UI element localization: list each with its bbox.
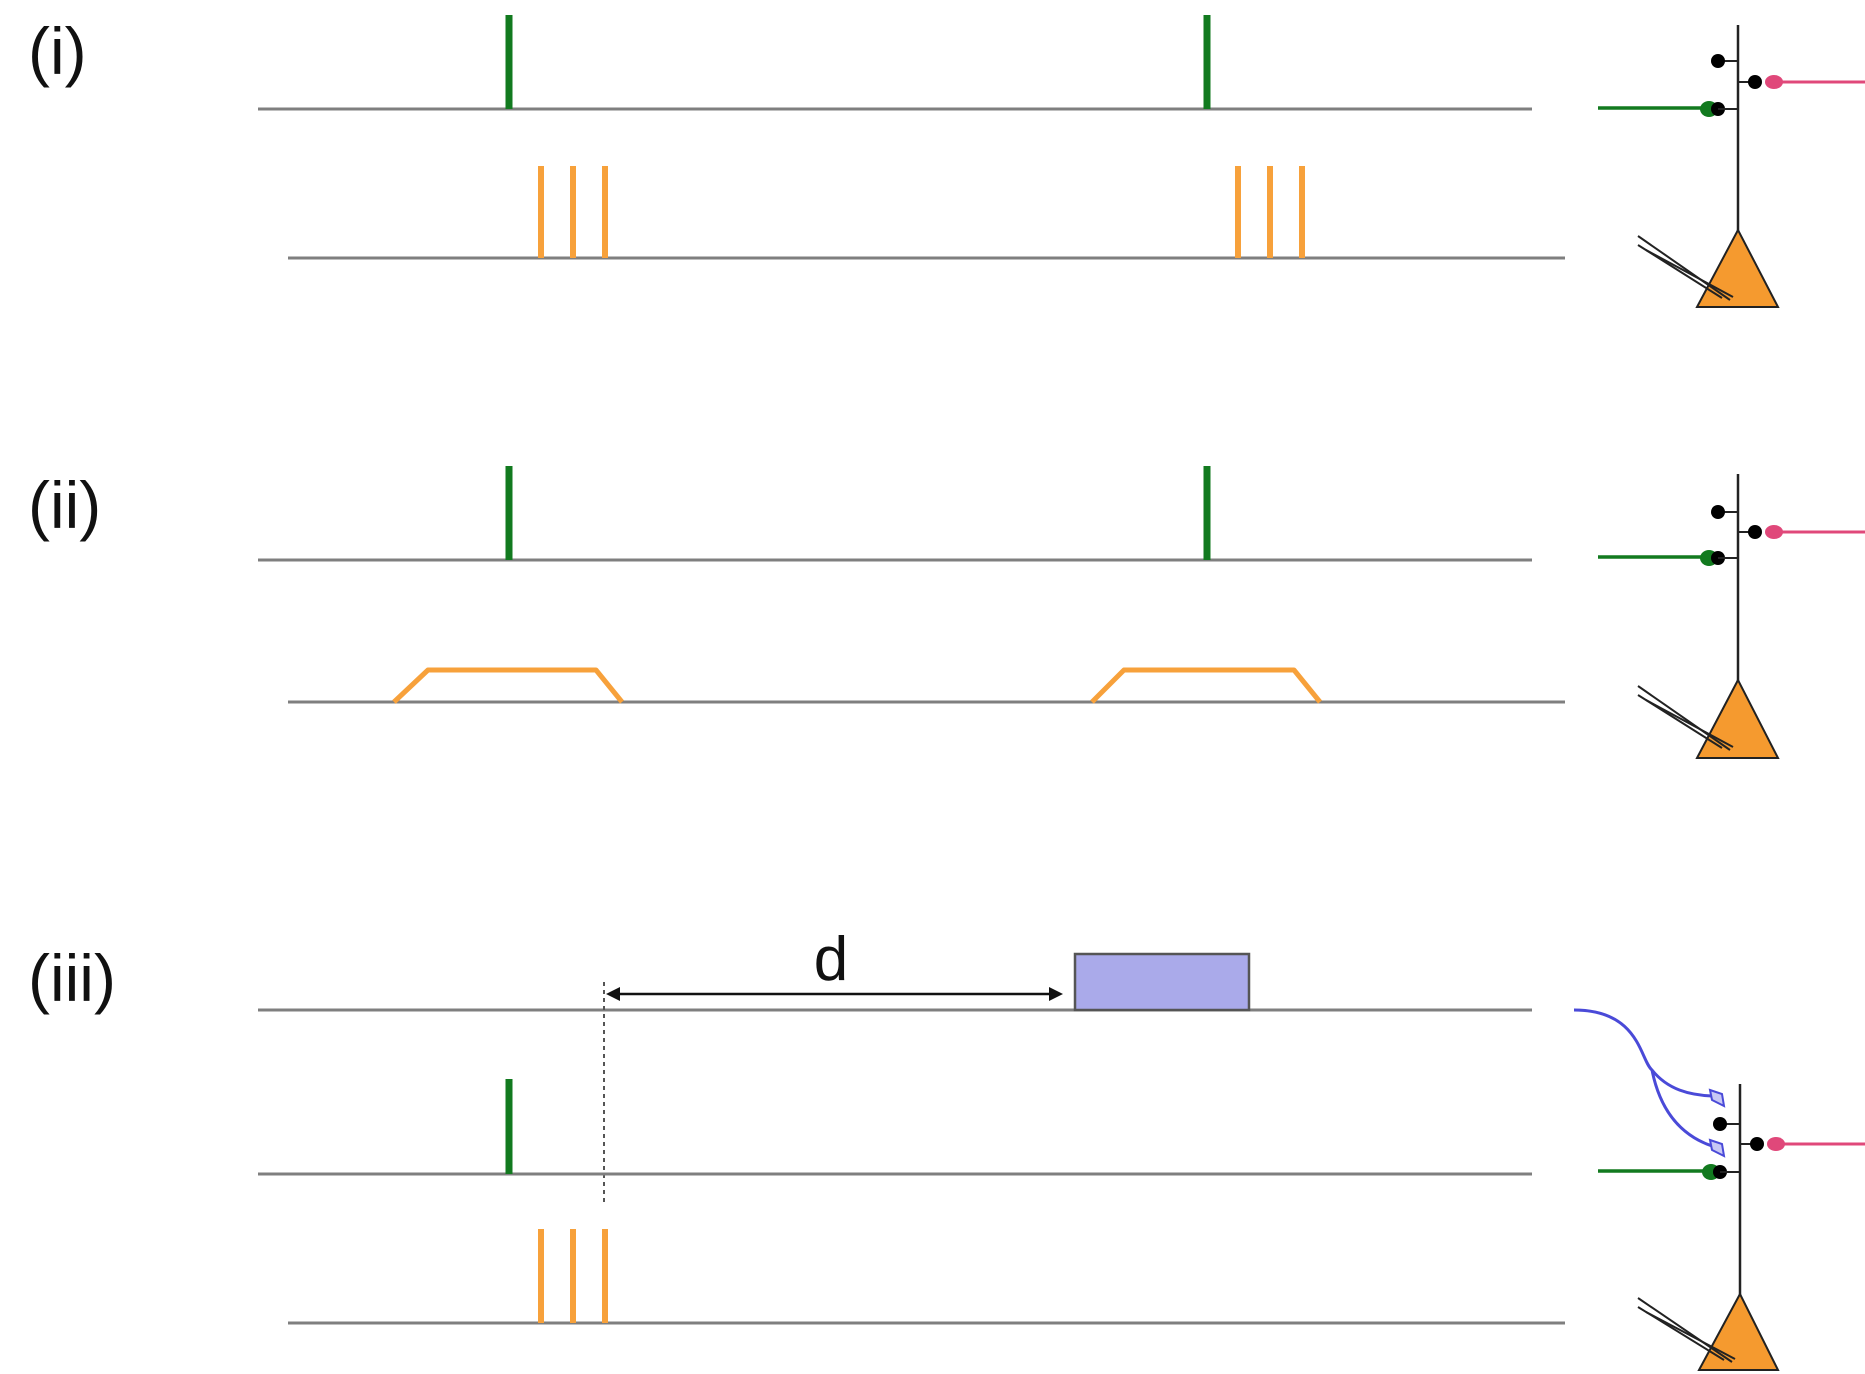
- blue-bouton: [1708, 1088, 1726, 1108]
- panel-label-i: (i): [28, 14, 87, 88]
- magenta-bouton: [1765, 525, 1783, 539]
- panel-iii-traces: d: [258, 925, 1565, 1325]
- blue-fiber: [1573, 1008, 1713, 1098]
- delay-arrowhead-left: [606, 987, 620, 1001]
- synapse-dot: [1750, 1137, 1764, 1151]
- panel-label-ii: (ii): [28, 468, 102, 542]
- neuron-schematic-iii: [1573, 1008, 1865, 1371]
- orange-depolarization: [392, 667, 624, 704]
- synapse-dot: [1748, 525, 1762, 539]
- pyramidal-neuron-icon: [1695, 677, 1780, 759]
- magenta-bouton: [1767, 1137, 1785, 1151]
- neuron-schematic-i: [1598, 25, 1865, 308]
- blue-stimulus-box: [1073, 952, 1251, 1012]
- orange-depolarization: [1090, 667, 1322, 704]
- pyramidal-neuron-icon: [1697, 1291, 1780, 1371]
- blue-bouton: [1708, 1138, 1726, 1158]
- synapse-dot: [1748, 75, 1762, 89]
- recording-pipette-icon: [1637, 685, 1734, 751]
- panel-label-iii: (iii): [28, 941, 116, 1015]
- neuron-schematic-ii: [1598, 474, 1865, 759]
- synapse-dot: [1713, 1117, 1727, 1131]
- blue-fiber: [1650, 1069, 1713, 1148]
- panel-ii-traces: [258, 466, 1565, 704]
- recording-pipette-icon: [1637, 1297, 1736, 1363]
- delay-arrowhead-right: [1049, 987, 1063, 1001]
- pyramidal-neuron-icon: [1695, 227, 1780, 308]
- panel-i-traces: [258, 15, 1565, 260]
- magenta-bouton: [1765, 75, 1783, 89]
- synapse-dot: [1711, 505, 1725, 519]
- delay-label: d: [814, 925, 848, 994]
- recording-pipette-icon: [1637, 235, 1734, 301]
- synapse-dot: [1711, 54, 1725, 68]
